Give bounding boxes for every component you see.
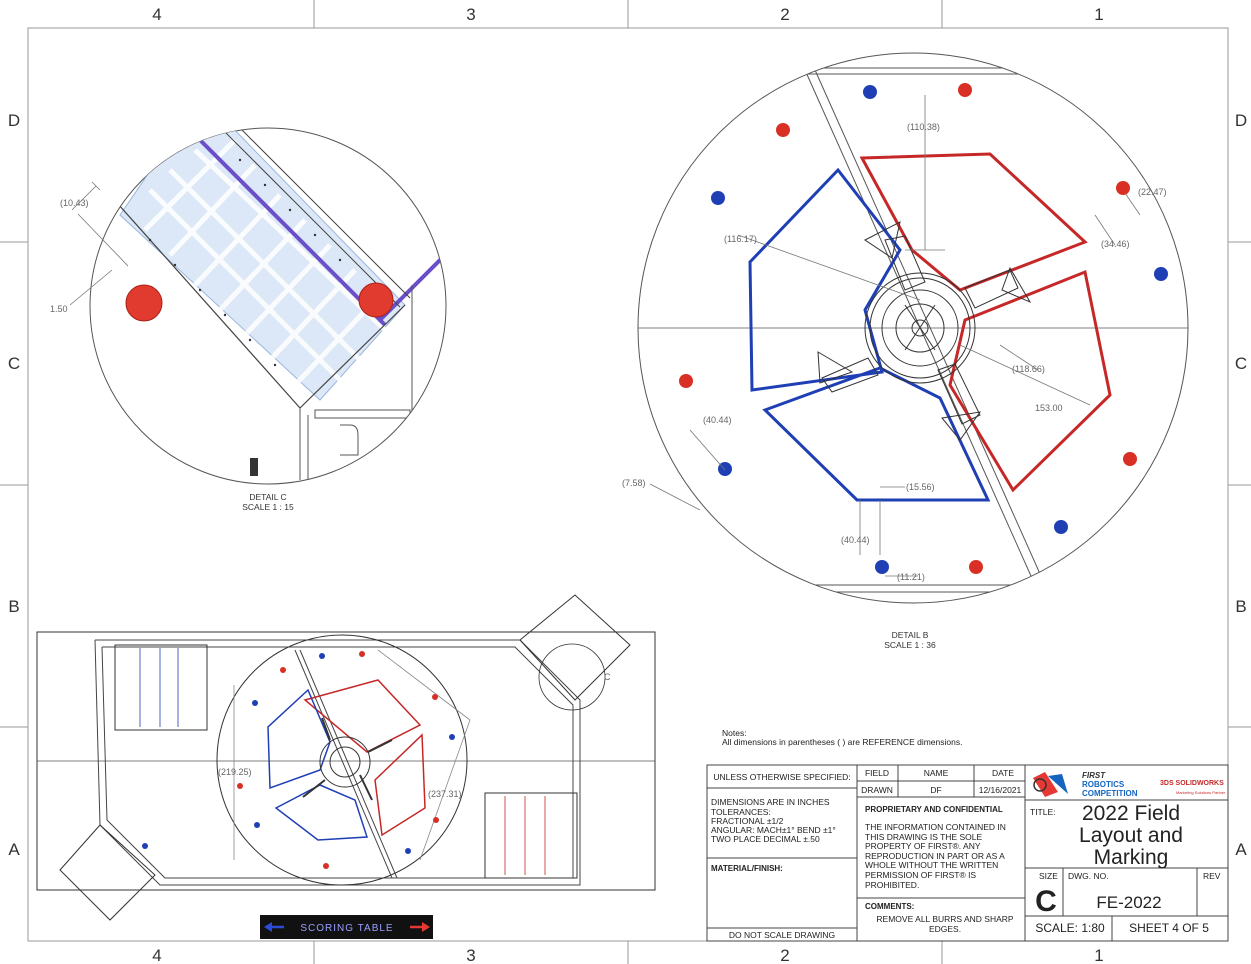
scoring-table-badge: SCORING TABLE (260, 915, 433, 939)
zone-row-right: C (1235, 354, 1247, 373)
detail-c-title: DETAIL C (249, 492, 286, 502)
zone-col-top: 1 (1094, 5, 1103, 24)
solidworks-logo: 3DS SOLIDWORKS Marketing Solutions Partn… (1160, 780, 1226, 795)
zone-col-top: 3 (466, 5, 475, 24)
detail-b-scale: SCALE 1 : 36 (884, 640, 936, 650)
detail-b-dim: (34.46) (1101, 239, 1130, 249)
zone-labels: 4 3 2 1 4 3 2 1 D C B A D C B A (8, 5, 1247, 964)
zone-col-bottom: 4 (152, 946, 161, 964)
detail-b-dim: (22.47) (1138, 187, 1167, 197)
drawn-date: 12/16/2021 (979, 785, 1022, 795)
zone-row-right: D (1235, 111, 1247, 130)
zone-col-bottom: 2 (780, 946, 789, 964)
material-label: MATERIAL/FINISH: (711, 864, 783, 873)
comment-line: REMOVE ALL BURRS AND SHARP (876, 914, 1013, 924)
first-logo-text: ROBOTICS (1082, 780, 1125, 789)
zone-row-left: A (8, 840, 20, 859)
detail-b-dim: (7.58) (622, 478, 646, 488)
title-block: UNLESS OTHERWISE SPECIFIED: FIELD NAME D… (706, 764, 1229, 942)
field-dim: (219.25) (218, 767, 252, 777)
zone-row-left: C (8, 354, 20, 373)
notes-text: All dimensions in parentheses ( ) are RE… (722, 737, 962, 747)
cargo-ball-red (125, 284, 163, 322)
zone-row-left: B (8, 597, 19, 616)
unless-specified: UNLESS OTHERWISE SPECIFIED: (713, 772, 850, 782)
detail-b-view: (110.38) (22.47) (116.17) (34.46) (118.6… (622, 52, 1189, 650)
prop-line: REPRODUCTION IN PART OR AS A (865, 851, 1005, 861)
prop-heading: PROPRIETARY AND CONFIDENTIAL (865, 805, 1003, 814)
first-logo-text: COMPETITION (1082, 789, 1138, 798)
detail-b-dim: (110.38) (907, 122, 940, 132)
notes-heading: Notes: (722, 728, 747, 738)
notes: Notes: All dimensions in parentheses ( )… (722, 728, 962, 747)
dwg-label: DWG. NO. (1068, 871, 1109, 881)
zone-col-top: 4 (152, 5, 161, 24)
detail-b-dim: 153.00 (1035, 403, 1063, 413)
solidworks-logo-text: 3DS SOLIDWORKS (1160, 780, 1224, 787)
detail-c-dim: (10.43) (60, 198, 89, 208)
detail-b-dim: (15.56) (906, 482, 935, 492)
field-overview: C (219.25) (237.31) (36, 594, 656, 921)
no-scale-label: DO NOT SCALE DRAWING (729, 930, 835, 940)
drawn-label: DRAWN (861, 785, 893, 795)
detail-b-dim: (116.17) (724, 234, 757, 244)
detail-b-dim: (40.44) (703, 415, 732, 425)
prop-line: PROHIBITED. (865, 880, 919, 890)
size-label: SIZE (1039, 871, 1058, 881)
dwg-value: FE-2022 (1096, 893, 1161, 912)
zone-col-bottom: 1 (1094, 946, 1103, 964)
dim-line: FRACTIONAL ±1/2 (711, 816, 784, 826)
date-header: DATE (992, 768, 1014, 778)
scale-label: SCALE: 1:80 (1035, 921, 1105, 935)
zone-row-right: A (1235, 840, 1247, 859)
rev-label: REV (1203, 871, 1221, 881)
detail-c-scale: SCALE 1 : 15 (242, 502, 294, 512)
first-logo: FIRST ROBOTICS COMPETITION (1033, 771, 1138, 798)
comment-line: EDGES. (929, 924, 961, 934)
detail-c-dim: 1.50 (50, 304, 68, 314)
field-header: FIELD (865, 768, 889, 778)
detail-b-dim: (11.21) (897, 572, 925, 582)
zone-col-top: 2 (780, 5, 789, 24)
drawing-title: Layout and (1079, 824, 1183, 847)
prop-line: WHOLE WITHOUT THE WRITTEN (865, 860, 998, 870)
zone-row-right: B (1235, 597, 1246, 616)
size-value: C (1035, 885, 1057, 918)
zone-col-bottom: 3 (466, 946, 475, 964)
detail-c-view: (10.43) 1.50 DETAIL C SCALE 1 : 15 (50, 127, 447, 512)
solidworks-logo-sub: Marketing Solutions Partner (1176, 790, 1226, 795)
sheet-label: SHEET 4 OF 5 (1129, 921, 1209, 935)
drawing-title: 2022 Field (1082, 802, 1180, 825)
first-logo-text: FIRST (1082, 771, 1106, 780)
prop-line: THIS DRAWING IS THE SOLE (865, 832, 982, 842)
detail-callout: C (604, 672, 611, 682)
prop-line: THE INFORMATION CONTAINED IN (865, 822, 1006, 832)
cargo-ball-red (358, 282, 394, 318)
prop-line: PROPERTY OF FIRST®. ANY (865, 841, 981, 851)
detail-b-dim: (118.66) (1012, 364, 1045, 374)
drawing-title: Marking (1094, 846, 1169, 869)
dim-line: ANGULAR: MACH±1° BEND ±1° (711, 825, 836, 835)
zone-row-left: D (8, 111, 20, 130)
comments-label: COMMENTS: (865, 902, 914, 911)
title-label: TITLE: (1030, 807, 1056, 817)
field-dim: (237.31) (428, 789, 462, 799)
field-cargo (142, 651, 455, 869)
dim-line: DIMENSIONS ARE IN INCHES (711, 797, 830, 807)
detail-b-cargo (679, 83, 1168, 574)
detail-b-dim: (40.44) (841, 535, 870, 545)
drawn-name: DF (930, 785, 941, 795)
name-header: NAME (924, 768, 949, 778)
dim-line: TOLERANCES: (711, 807, 771, 817)
scoring-table-label: SCORING TABLE (300, 923, 393, 934)
dim-line: TWO PLACE DECIMAL ±.50 (711, 834, 820, 844)
detail-b-title: DETAIL B (892, 630, 929, 640)
prop-line: PERMISSION OF FIRST® IS (865, 870, 976, 880)
